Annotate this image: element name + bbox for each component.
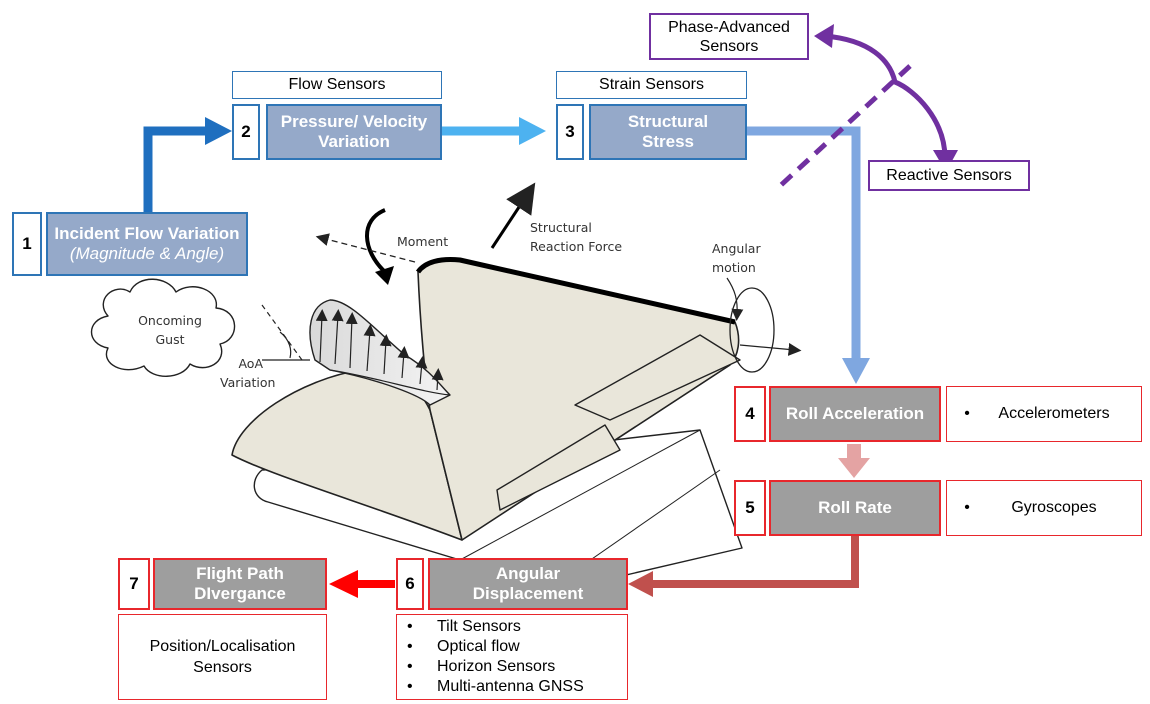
reaction-force-label: Structural Reaction Force	[530, 218, 622, 256]
arrow-pressure-to-stress	[442, 117, 546, 145]
angular-sensors-list: Tilt Sensors Optical flow Horizon Sensor…	[396, 614, 628, 700]
position-sensors-line2: Sensors	[193, 659, 252, 676]
phase-advanced-sensors-box: Phase-Advanced Sensors	[649, 13, 809, 60]
arrow-angular-to-flight-path	[329, 570, 395, 598]
aoa-variation-label-line1: AoA	[238, 356, 263, 371]
angular-sensor-item: Tilt Sensors	[397, 617, 627, 637]
node-flight-path-divergence: Flight Path DIvergance	[153, 558, 327, 610]
arrow-stress-to-roll-accel	[747, 126, 870, 384]
position-sensors-line1: Position/Localisation	[149, 638, 296, 655]
angular-motion-label: Angular motion	[712, 239, 761, 277]
moment-label: Moment	[397, 234, 449, 249]
gyroscopes-text: Gyroscopes	[1011, 499, 1097, 516]
node-4-number: 4	[734, 386, 766, 442]
aoa-variation-label-line2: Variation	[220, 375, 276, 390]
node-roll-rate: Roll Rate	[769, 480, 941, 536]
phase-advanced-line1: Phase-Advanced	[668, 18, 790, 36]
gyroscopes-box: • Gyroscopes	[946, 480, 1142, 536]
node-angular-displacement-line2: Displacement	[472, 584, 584, 603]
node-pressure-velocity-line1: Pressure/ Velocity	[280, 112, 428, 131]
angular-motion-label-line1: Angular	[712, 241, 761, 256]
node-roll-acceleration: Roll Acceleration	[769, 386, 941, 442]
node-pressure-velocity-line2: Variation	[318, 132, 390, 151]
bullet: •	[964, 499, 970, 516]
node-incident-flow-title: Incident Flow Variation	[54, 224, 240, 243]
arrow-incident-to-pressure	[143, 117, 232, 213]
oncoming-gust-label-line2: Gust	[155, 332, 185, 347]
reaction-force-label-line1: Structural	[530, 220, 592, 235]
strain-sensors-label: Strain Sensors	[556, 71, 747, 99]
angular-sensor-item: Optical flow	[397, 637, 627, 657]
phase-advanced-line2: Sensors	[699, 37, 759, 55]
node-2-number: 2	[232, 104, 260, 160]
node-incident-flow-subtitle: (Magnitude & Angle)	[69, 244, 225, 263]
node-3-number: 3	[556, 104, 584, 160]
node-structural-stress: Structural Stress	[589, 104, 747, 160]
accelerometers-box: • Accelerometers	[946, 386, 1142, 442]
arrow-roll-rate-to-angular	[628, 535, 859, 597]
reactive-sensors-box: Reactive Sensors	[868, 160, 1030, 191]
angular-sensor-item: Horizon Sensors	[397, 657, 627, 677]
flow-sensors-label: Flow Sensors	[232, 71, 442, 99]
node-1-number: 1	[12, 212, 42, 276]
oncoming-gust-label: Oncoming Gust	[130, 311, 210, 349]
node-5-number: 5	[734, 480, 766, 536]
node-incident-flow: Incident Flow Variation (Magnitude & Ang…	[46, 212, 248, 276]
position-sensors-box: Position/Localisation Sensors	[118, 614, 327, 700]
accelerometers-text: Accelerometers	[998, 405, 1110, 422]
node-flight-path-line1: Flight Path	[196, 564, 284, 583]
node-angular-displacement-line1: Angular	[495, 564, 561, 583]
node-structural-stress-line1: Structural	[627, 112, 709, 131]
bullet: •	[964, 405, 970, 422]
oncoming-gust-label-line1: Oncoming	[138, 313, 202, 328]
angular-sensor-item: Multi-antenna GNSS	[397, 677, 627, 697]
node-6-number: 6	[396, 558, 424, 610]
node-angular-displacement: Angular Displacement	[428, 558, 628, 610]
angular-motion-label-line2: motion	[712, 260, 756, 275]
wing-illustration	[91, 182, 802, 596]
aoa-variation-label: AoA Variation	[220, 354, 275, 392]
node-pressure-velocity: Pressure/ Velocity Variation	[266, 104, 442, 160]
node-7-number: 7	[118, 558, 150, 610]
reaction-force-label-line2: Reaction Force	[530, 239, 623, 254]
node-structural-stress-line2: Stress	[642, 132, 694, 151]
node-flight-path-line2: DIvergance	[194, 584, 286, 603]
arrow-roll-accel-to-rate	[838, 444, 870, 478]
